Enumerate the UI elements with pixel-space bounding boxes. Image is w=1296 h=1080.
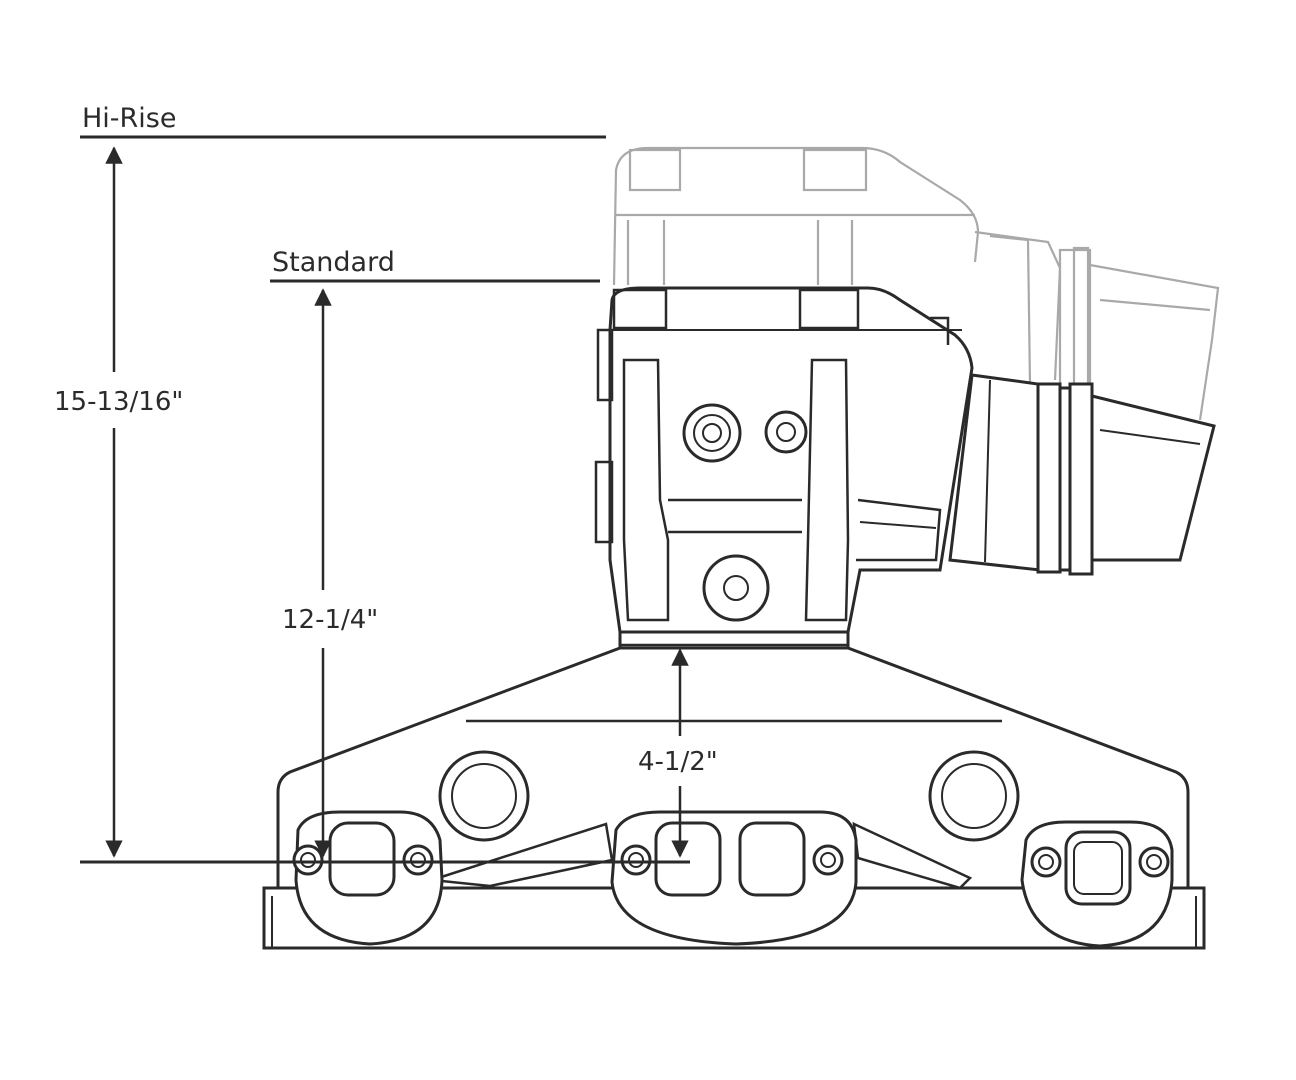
manifold-height-dimension: 4-1/2" — [638, 747, 718, 777]
standard-riser — [594, 286, 1216, 648]
hi-rise-height-dimension: 15-13/16" — [54, 387, 183, 417]
exhaust-manifold — [262, 643, 1206, 950]
exhaust-flange-center — [610, 810, 858, 946]
exhaust-flange-left — [292, 810, 444, 946]
hi-rise-label: Hi-Rise — [82, 103, 177, 134]
standard-height-dimension: 12-1/4" — [282, 605, 378, 635]
hi-rise-riser-ghost-outline — [612, 146, 1220, 421]
standard-label: Standard — [272, 247, 395, 278]
exhaust-flange-right — [1020, 820, 1174, 948]
